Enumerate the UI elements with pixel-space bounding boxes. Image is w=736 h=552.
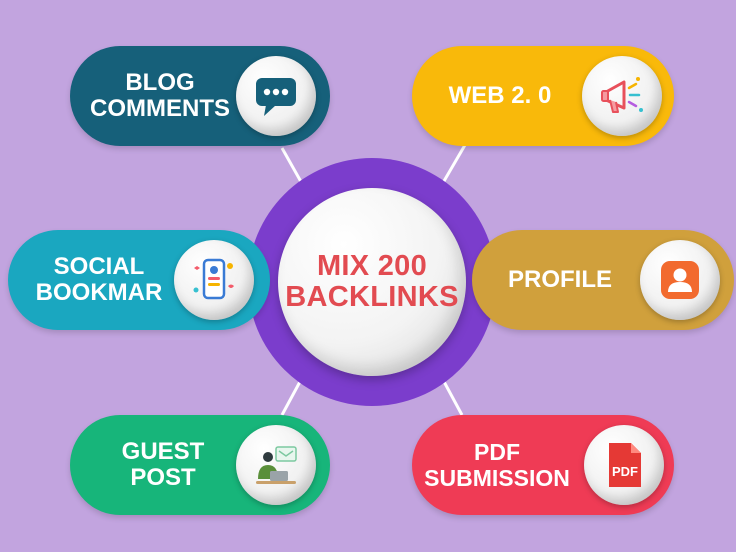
node-blog-comments: BLOG COMMENTS	[70, 46, 330, 146]
center-title-line1: MIX 200	[316, 250, 428, 282]
node-social-bookmark-line2: BOOKMAR	[35, 279, 163, 306]
node-social-bookmark-line1: SOCIAL	[53, 253, 145, 280]
phone-social-icon	[174, 240, 254, 320]
node-blog-comments-line1: BLOG	[125, 69, 195, 96]
node-pdf-submission-line2: SUBMISSION	[424, 465, 570, 491]
node-guest-post-line2: POST	[130, 464, 196, 491]
node-web20: WEB 2. 0	[412, 46, 674, 146]
node-guest-post-label: GUEST POST	[78, 415, 248, 515]
node-profile-line1: PROFILE	[507, 266, 612, 293]
node-pdf-submission-line1: PDF	[474, 439, 520, 465]
node-blog-comments-line2: COMMENTS	[90, 95, 230, 122]
node-web20-line1: WEB 2. 0	[448, 82, 552, 109]
node-pdf-submission-label: PDF SUBMISSION	[412, 415, 582, 515]
center-title-line2: BACKLINKS	[285, 281, 459, 313]
node-pdf-submission: PDF SUBMISSION PDF	[412, 415, 674, 515]
node-guest-post: GUEST POST	[70, 415, 330, 515]
pdf-file-icon-text: PDF	[612, 464, 638, 479]
node-guest-post-line1: GUEST	[121, 438, 205, 465]
node-profile: PROFILE	[472, 230, 734, 330]
node-social-bookmark-label: SOCIAL BOOKMAR	[12, 230, 186, 330]
megaphone-icon	[582, 56, 662, 136]
node-profile-label: PROFILE	[482, 230, 638, 330]
user-profile-icon	[640, 240, 720, 320]
chat-bubble-icon	[236, 56, 316, 136]
node-blog-comments-label: BLOG COMMENTS	[70, 46, 250, 146]
node-web20-label: WEB 2. 0	[412, 46, 588, 146]
pdf-file-icon: PDF	[584, 425, 664, 505]
node-social-bookmark: SOCIAL BOOKMAR	[8, 230, 270, 330]
person-laptop-icon	[236, 425, 316, 505]
center-hub: MIX 200 BACKLINKS	[278, 188, 466, 376]
